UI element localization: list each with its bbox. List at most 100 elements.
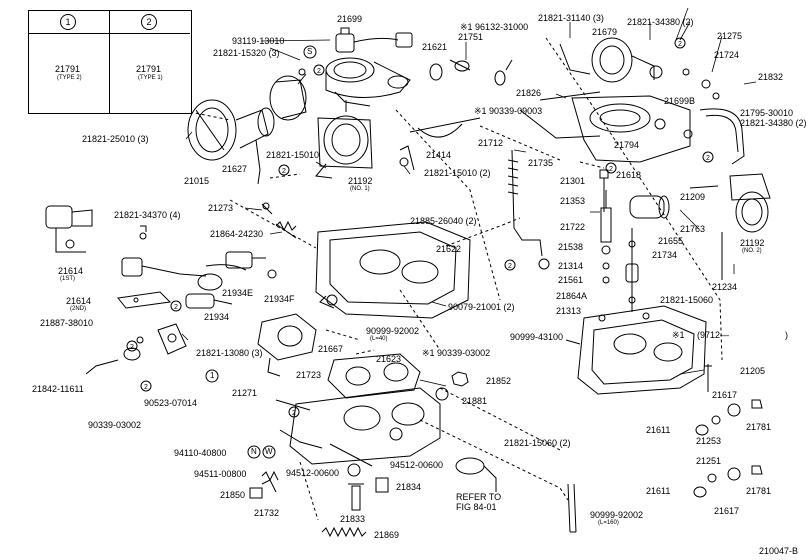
part-label-21655[interactable]: 21655 — [658, 236, 684, 246]
part-label-21869[interactable]: 21869 — [374, 530, 400, 540]
part-label-21614-1st[interactable]: 21614 — [58, 266, 84, 276]
part-label-21781-top[interactable]: 21781 — [746, 422, 772, 432]
part-label-21852[interactable]: 21852 — [486, 376, 512, 386]
part-21850-bolt — [249, 470, 279, 499]
part-label-21234[interactable]: 21234 — [712, 282, 738, 292]
part-label-21667[interactable]: 21667 — [318, 344, 344, 354]
part-label-21821-34380-right[interactable]: 21821-34380 (2) — [740, 118, 807, 128]
part-label-21611-top[interactable]: 21611 — [646, 425, 671, 435]
part-label-21826[interactable]: 21826 — [516, 88, 542, 98]
part-label-94512-00600-b[interactable]: 94512-00600 — [390, 460, 444, 470]
part-label-21934E[interactable]: 21934E — [222, 288, 254, 298]
part-label-21618[interactable]: 21618 — [616, 170, 642, 180]
part-label-21209[interactable]: 21209 — [680, 192, 706, 202]
part-label-21763[interactable]: 21763 — [680, 224, 706, 234]
part-label-21821-15010[interactable]: 21821-15010 — [266, 150, 320, 160]
part-label-21821-13080[interactable]: 21821-13080 (3) — [196, 348, 263, 358]
part-label-21821-34380-top[interactable]: 21821-34380 (2) — [627, 17, 694, 27]
part-label-21821-25010[interactable]: 21821-25010 (3) — [82, 134, 149, 144]
part-label-21015[interactable]: 21015 — [184, 176, 210, 186]
part-label-21622[interactable]: 21622 — [436, 244, 462, 254]
part-label-90339-03002-star[interactable]: ※1 90339-03002 — [422, 348, 491, 358]
part-label-21353[interactable]: 21353 — [560, 196, 586, 206]
refer-fig-link[interactable]: FIG 84-01 — [456, 502, 497, 512]
part-label-21821-15060-2[interactable]: 21821-15060 (2) — [504, 438, 571, 448]
part-label-90079-21001[interactable]: 90079-21001 (2) — [448, 302, 515, 312]
part-label-21301[interactable]: 21301 — [560, 176, 586, 186]
part-label-90339-09003[interactable]: ※1 90339-09003 — [474, 106, 543, 116]
part-21751-screw — [429, 59, 513, 86]
part-label-21273[interactable]: 21273 — [208, 203, 234, 213]
part-label-21832[interactable]: 21832 — [758, 72, 784, 82]
part-label-21699[interactable]: 21699 — [337, 14, 363, 24]
part-label-21724[interactable]: 21724 — [714, 50, 740, 60]
part-label-94110-40800[interactable]: 94110-40800 — [174, 448, 227, 458]
part-label-90999-92002-l40[interactable]: 90999-92002 — [366, 326, 420, 336]
part-label-21192-no2[interactable]: 21192 — [740, 238, 765, 248]
part-label-21723[interactable]: 21723 — [296, 370, 322, 380]
part-label-21881[interactable]: 21881 — [462, 396, 488, 406]
part-label-21934[interactable]: 21934 — [204, 312, 230, 322]
part-label-21617-bottom[interactable]: 21617 — [714, 506, 740, 516]
part-label-21751[interactable]: 21751 — [458, 32, 484, 42]
part-label-21275[interactable]: 21275 — [717, 31, 743, 41]
svg-text:2: 2 — [678, 41, 682, 48]
part-label-21885-26040[interactable]: 21885-26040 (2) — [410, 216, 477, 226]
part-label-21192-no1[interactable]: 21192 — [348, 176, 373, 186]
part-label-90523-07014[interactable]: 90523-07014 — [144, 398, 198, 408]
legend-type-1: (TYPE 1) — [138, 75, 163, 81]
part-label-21611-bottom[interactable]: 21611 — [646, 486, 671, 496]
part-label-21623[interactable]: 21623 — [376, 354, 402, 364]
part-label-21722[interactable]: 21722 — [560, 222, 586, 232]
part-label-21795-30010[interactable]: 21795-30010 — [740, 108, 794, 118]
part-label-21314[interactable]: 21314 — [558, 261, 584, 271]
part-label-21794[interactable]: 21794 — [614, 140, 640, 150]
part-label-21821-31140[interactable]: 21821-31140 (3) — [538, 13, 604, 23]
part-label-21251[interactable]: 21251 — [696, 456, 722, 466]
part-label-21887-38010[interactable]: 21887-38010 — [40, 318, 94, 328]
part-label-21699B[interactable]: 21699B — [664, 96, 696, 106]
part-label-21205[interactable]: 21205 — [740, 366, 766, 376]
legend-box: 1 21791 (TYPE 2) 2 21791 (TYPE 1) — [28, 10, 192, 114]
part-label-90339-03002[interactable]: 90339-03002 — [88, 420, 142, 430]
part-label-21821-15010-2[interactable]: 21821-15010 (2) — [424, 168, 491, 178]
part-label-21614-2nd[interactable]: 21614 — [66, 296, 92, 306]
part-label-21538[interactable]: 21538 — [558, 242, 584, 252]
part-label-21864A[interactable]: 21864A — [556, 291, 588, 301]
part-label-21834[interactable]: 21834 — [396, 482, 422, 492]
part-label-21679[interactable]: 21679 — [592, 27, 618, 37]
part-label-21313[interactable]: 21313 — [556, 306, 582, 316]
part-21205-pin — [704, 364, 712, 392]
part-label-96132-31000[interactable]: ※1 96132-31000 — [460, 22, 529, 32]
part-label-21732[interactable]: 21732 — [254, 508, 280, 518]
part-label-21621[interactable]: 21621 — [422, 42, 448, 52]
part-21192-no2-diaphragm — [689, 173, 771, 280]
part-label-21271[interactable]: 21271 — [232, 388, 258, 398]
part-label-21781-bottom[interactable]: 21781 — [746, 486, 772, 496]
part-sublabel-no2: (NO. 2) — [742, 248, 762, 254]
part-label-21734[interactable]: 21734 — [652, 250, 678, 260]
part-label-21821-15060[interactable]: 21821-15060 — [660, 295, 714, 305]
part-label-21712[interactable]: 21712 — [478, 138, 504, 148]
part-label-21833[interactable]: 21833 — [340, 514, 366, 524]
part-label-93119-13010[interactable]: 93119-13010 — [232, 36, 285, 46]
part-label-90999-92002-l160[interactable]: 90999-92002 — [590, 510, 644, 520]
part-label-94512-00600-a[interactable]: 94512-00600 — [286, 468, 340, 478]
part-label-90999-43100[interactable]: 90999-43100 — [510, 332, 564, 342]
part-sublabel-2nd: (2ND) — [70, 306, 86, 312]
part-sublabel-l160: (L=160) — [598, 520, 619, 526]
part-label-94511-00800[interactable]: 94511-00800 — [194, 469, 247, 479]
part-label-21561[interactable]: 21561 — [558, 275, 584, 285]
part-label-21864-24230[interactable]: 21864-24230 — [210, 229, 264, 239]
part-label-21253[interactable]: 21253 — [696, 436, 722, 446]
part-label-21842-11611[interactable]: 21842-11611 — [32, 384, 84, 394]
part-label-21934F[interactable]: 21934F — [264, 294, 295, 304]
part-label-21617-top[interactable]: 21617 — [712, 390, 738, 400]
part-label-21414[interactable]: 21414 — [426, 150, 452, 160]
svg-text:2: 2 — [292, 410, 296, 417]
part-label-21627[interactable]: 21627 — [222, 164, 248, 174]
part-label-21735[interactable]: 21735 — [528, 158, 554, 168]
part-label-21850[interactable]: 21850 — [220, 490, 246, 500]
part-label-21821-34370[interactable]: 21821-34370 (4) — [114, 210, 181, 220]
part-label-21821-15320[interactable]: 21821-15320 (3) — [213, 48, 280, 58]
